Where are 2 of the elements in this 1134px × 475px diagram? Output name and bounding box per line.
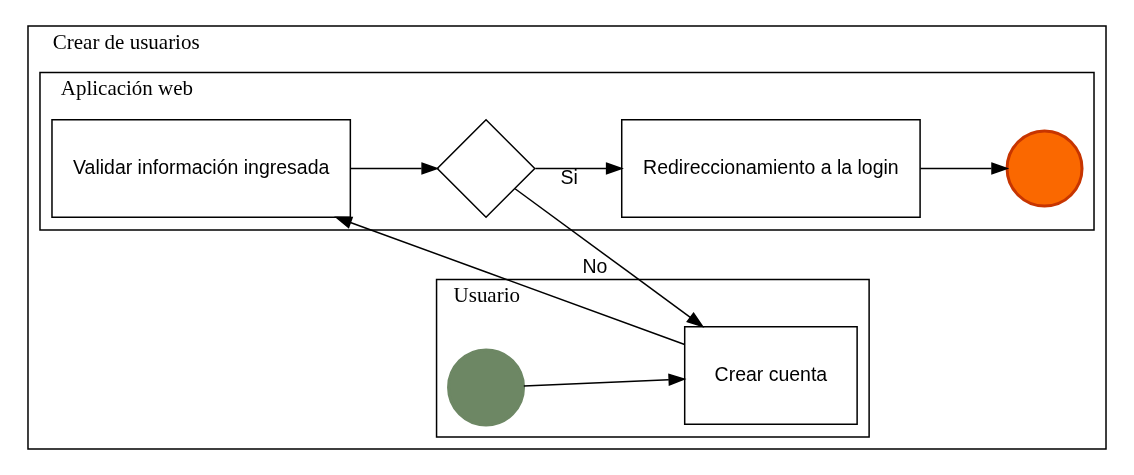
edge-label: No	[582, 254, 608, 277]
edge-label: Si	[560, 166, 578, 189]
